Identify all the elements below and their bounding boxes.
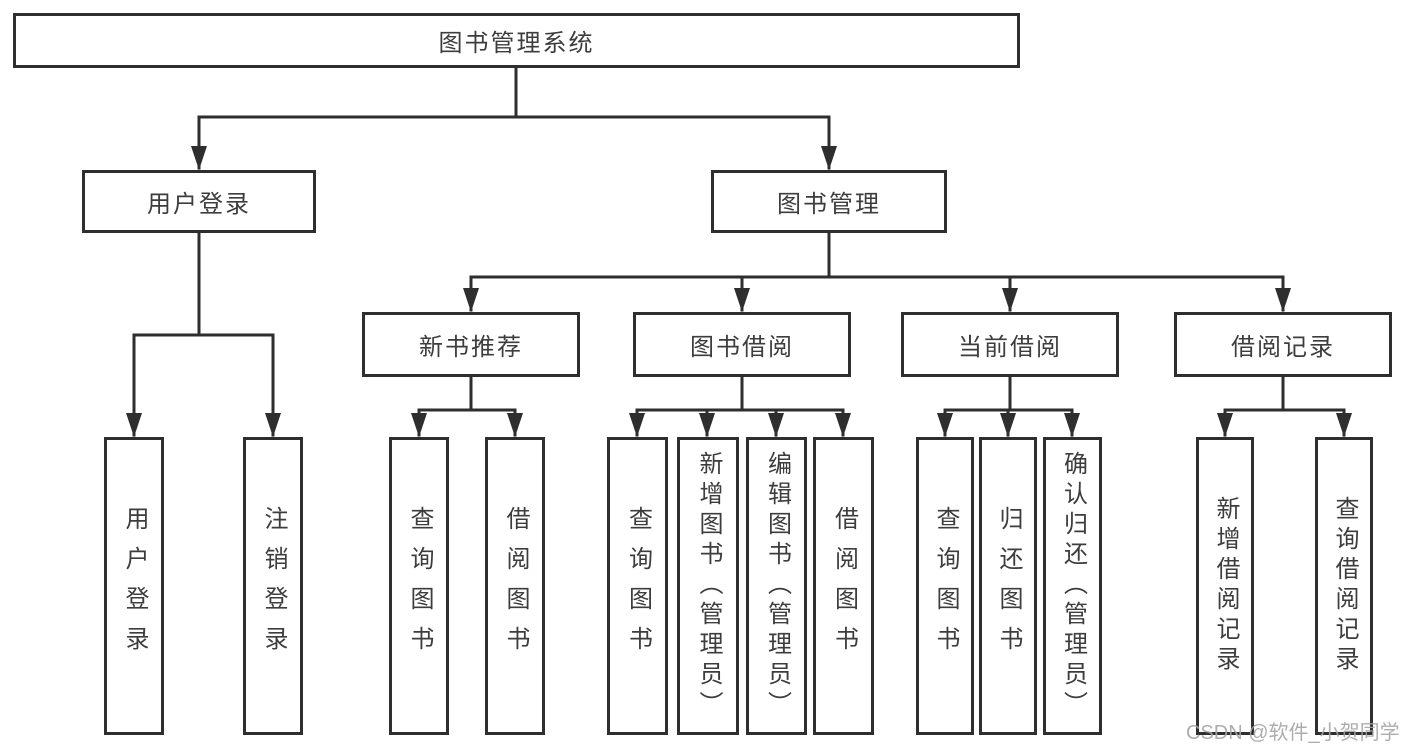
node-label: 用户登录 [121,506,148,666]
arrowhead [835,413,851,437]
node-label: 确认归还（管理员） [1059,451,1087,721]
node-leaf-user-login: 用户登录 [104,437,164,735]
arrowhead [1064,413,1080,437]
node-leaf-return-books: 归还图书 [979,437,1037,735]
connector-borrow-records-group [1223,375,1346,437]
arrowhead [1000,413,1016,437]
node-label: 注销登录 [260,506,287,666]
connector-book-management-group [469,231,1285,312]
connector-user-login-group [132,231,275,437]
node-leaf-query-books-1: 查询图书 [389,437,449,735]
node-label: 归还图书 [995,506,1022,666]
node-book-borrow: 图书借阅 [633,312,851,377]
node-leaf-edit-books: 编辑图书（管理员） [746,437,807,735]
node-label: 借阅图书 [502,506,529,666]
node-label: 借阅图书 [830,506,858,666]
node-leaf-add-borrow-record: 新增借阅记录 [1196,437,1254,735]
node-label: 借阅记录 [1231,334,1335,361]
node-label: 编辑图书（管理员） [763,451,791,721]
arrowhead [629,413,645,437]
node-leaf-query-books-2: 查询图书 [607,437,668,735]
node-root: 图书管理系统 [13,13,1020,68]
arrowhead [126,413,142,437]
connector-book-borrow-group [635,375,845,437]
node-leaf-confirm-return: 确认归还（管理员） [1043,437,1102,735]
arrowhead [734,288,750,312]
arrowhead [768,413,784,437]
arrowhead [1336,413,1352,437]
arrowhead [1002,288,1018,312]
node-label: 图书管理 [777,191,881,218]
node-current-borrow: 当前借阅 [901,312,1119,377]
node-leaf-query-borrow-record: 查询借阅记录 [1315,437,1373,735]
node-label: 图书借阅 [690,334,794,361]
node-user-login: 用户登录 [82,170,316,233]
node-label: 当前借阅 [958,334,1062,361]
node-label: 图书管理系统 [438,30,595,57]
connector-new-book-group [417,375,517,437]
node-label: 查询图书 [932,506,959,666]
node-leaf-add-books: 新增图书（管理员） [677,437,739,735]
arrowhead [699,413,715,437]
node-leaf-query-books-3: 查询图书 [916,437,974,735]
arrowhead [265,413,281,437]
arrowhead [463,288,479,312]
node-borrow-records: 借阅记录 [1174,312,1392,377]
arrowhead [191,146,207,170]
node-label: 查询图书 [406,506,433,666]
node-label: 新书推荐 [419,334,523,361]
arrowheads [126,146,1352,437]
node-label: 查询借阅记录 [1331,496,1358,676]
node-label: 查询图书 [624,506,652,666]
node-new-book-recommend: 新书推荐 [362,312,580,377]
arrowhead [507,413,523,437]
arrowhead [1217,413,1233,437]
node-label: 新增图书（管理员） [695,451,722,721]
node-leaf-logout: 注销登录 [243,437,303,735]
node-leaf-borrow-books-2: 借阅图书 [813,437,874,735]
arrowhead [821,146,837,170]
node-book-management: 图书管理 [711,170,947,233]
node-leaf-borrow-books-1: 借阅图书 [485,437,545,735]
node-label: 新增借阅记录 [1212,496,1239,676]
arrowhead [937,413,953,437]
watermark: CSDN @软件_小贺同学 [1186,722,1400,744]
connector-root-to-level2 [197,66,831,170]
arrowhead [411,413,427,437]
node-label: 用户登录 [147,191,251,218]
arrowhead [1275,288,1291,312]
